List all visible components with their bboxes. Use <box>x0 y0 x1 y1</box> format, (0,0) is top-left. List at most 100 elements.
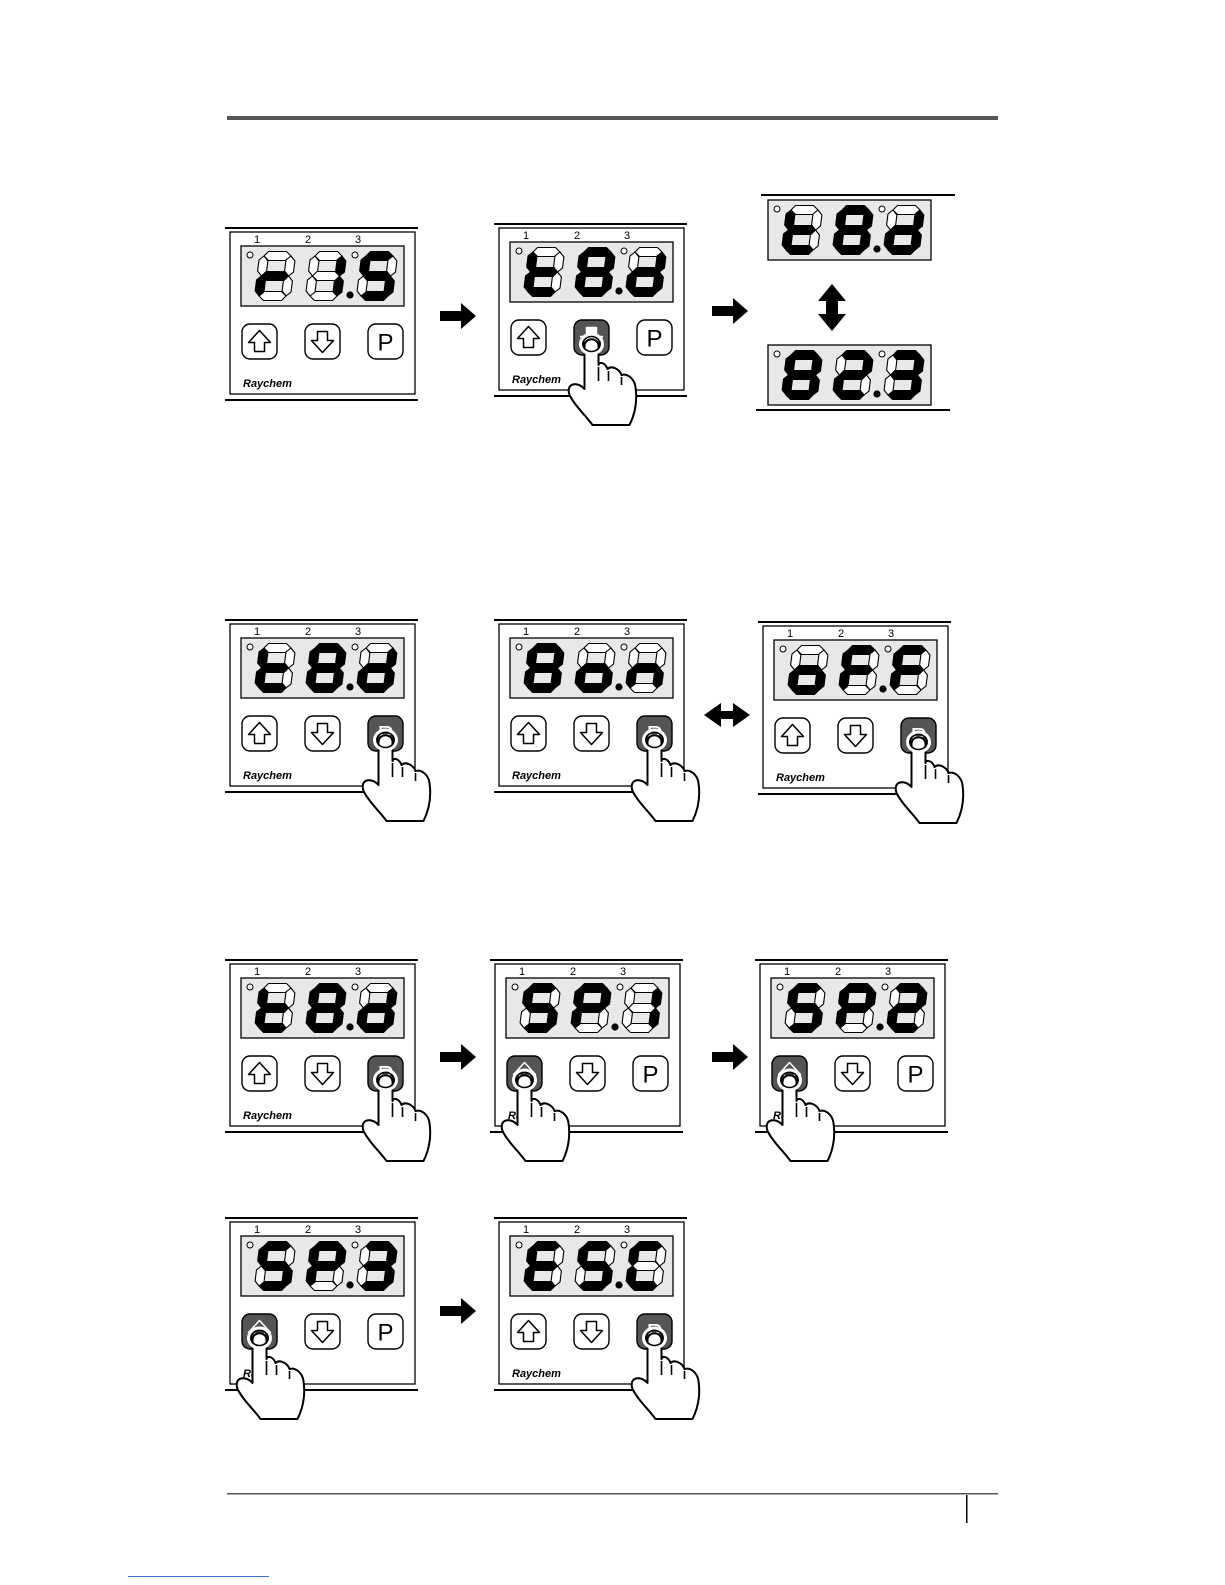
digit-glyph <box>884 351 924 400</box>
status-led <box>352 644 358 650</box>
down-key-button[interactable] <box>838 718 873 753</box>
led-label: 2 <box>574 1224 580 1236</box>
p-key-button[interactable]: P <box>637 320 672 355</box>
panel-top-rule <box>225 959 418 961</box>
panel-bottom-rule <box>225 399 418 401</box>
status-led <box>780 646 786 652</box>
digit-glyph <box>306 984 346 1033</box>
decimal-point <box>346 291 353 298</box>
decimal-point <box>611 1023 618 1030</box>
digit-glyph <box>833 206 873 255</box>
display-window <box>506 978 669 1038</box>
down-key-button[interactable] <box>574 1314 609 1349</box>
p-key-button[interactable]: P <box>898 1056 933 1091</box>
decimal-point <box>873 245 880 252</box>
digit-glyph <box>622 984 662 1033</box>
arrow-right-icon <box>440 1298 476 1324</box>
led-label: 1 <box>784 966 790 978</box>
status-led <box>516 248 522 254</box>
brand-logo: Raychem <box>512 770 561 782</box>
led-label: 1 <box>254 966 260 978</box>
arrow-right-icon <box>440 303 476 329</box>
led-label: 1 <box>254 1224 260 1236</box>
up-key-button[interactable] <box>511 716 546 751</box>
decimal-point <box>879 685 886 692</box>
digit-glyph <box>782 351 822 400</box>
digit-glyph <box>524 1242 564 1291</box>
led-label: 3 <box>885 966 891 978</box>
down-key-button[interactable] <box>305 324 340 359</box>
down-key-button[interactable] <box>574 716 609 751</box>
brand-logo: Raychem <box>512 1368 561 1380</box>
led-label: 1 <box>519 966 525 978</box>
display-window <box>771 978 934 1038</box>
panel-top-rule <box>758 621 951 623</box>
status-led <box>352 984 358 990</box>
p-key-button[interactable]: P <box>368 1314 403 1349</box>
digit-glyph <box>357 252 397 301</box>
digit-glyph <box>626 644 666 693</box>
down-key-button[interactable] <box>305 1056 340 1091</box>
status-led <box>621 644 627 650</box>
panel-top-rule <box>494 223 687 225</box>
digit-glyph <box>255 984 295 1033</box>
display-rule <box>761 194 955 196</box>
status-led <box>882 984 888 990</box>
digit-glyph <box>575 1242 615 1291</box>
up-key-button[interactable] <box>511 320 546 355</box>
digit-glyph <box>785 984 825 1033</box>
down-key-button[interactable] <box>835 1056 870 1091</box>
digit-glyph <box>836 984 876 1033</box>
status-led <box>247 252 253 258</box>
controller-panel: 123PRaychem <box>494 619 699 821</box>
led-label: 3 <box>624 1224 630 1236</box>
digit-glyph <box>357 644 397 693</box>
panel-top-rule <box>225 1217 418 1219</box>
led-label: 1 <box>254 626 260 638</box>
digit-glyph <box>306 1242 346 1291</box>
up-key-button[interactable] <box>242 716 277 751</box>
down-key-button[interactable] <box>570 1056 605 1091</box>
digit-glyph <box>884 206 924 255</box>
status-led <box>777 984 783 990</box>
p-key-label: P <box>646 326 662 353</box>
p-key-label: P <box>377 1320 393 1347</box>
down-key-button[interactable] <box>305 716 340 751</box>
status-led <box>885 646 891 652</box>
up-key-button[interactable] <box>511 1314 546 1349</box>
up-key-button[interactable] <box>242 1056 277 1091</box>
led-label: 3 <box>620 966 626 978</box>
decimal-point <box>346 1281 353 1288</box>
display-detail <box>761 194 955 260</box>
panel-top-rule <box>490 959 683 961</box>
digit-glyph <box>357 1242 397 1291</box>
down-key-button[interactable] <box>305 1314 340 1349</box>
bottom-link-line <box>128 1576 269 1577</box>
up-key-button[interactable] <box>242 324 277 359</box>
decimal-point <box>346 683 353 690</box>
brand-logo: Raychem <box>243 770 292 782</box>
status-led <box>352 1242 358 1248</box>
led-label: 2 <box>305 626 311 638</box>
status-led <box>774 351 780 357</box>
led-label: 2 <box>305 1224 311 1236</box>
p-key-button[interactable]: P <box>633 1056 668 1091</box>
digit-glyph <box>890 646 930 695</box>
brand-logo: Raychem <box>776 772 825 784</box>
decimal-point <box>615 683 622 690</box>
digit-glyph <box>357 984 397 1033</box>
decimal-point <box>346 1023 353 1030</box>
brand-logo: Raychem <box>243 1110 292 1122</box>
p-key-button[interactable]: P <box>368 324 403 359</box>
arrow-left-right-icon <box>704 703 750 727</box>
status-led <box>621 248 627 254</box>
status-led <box>621 1242 627 1248</box>
brand-logo: Raychem <box>243 378 292 390</box>
up-key-button[interactable] <box>775 718 810 753</box>
display-window <box>241 638 404 698</box>
status-led <box>774 206 780 212</box>
